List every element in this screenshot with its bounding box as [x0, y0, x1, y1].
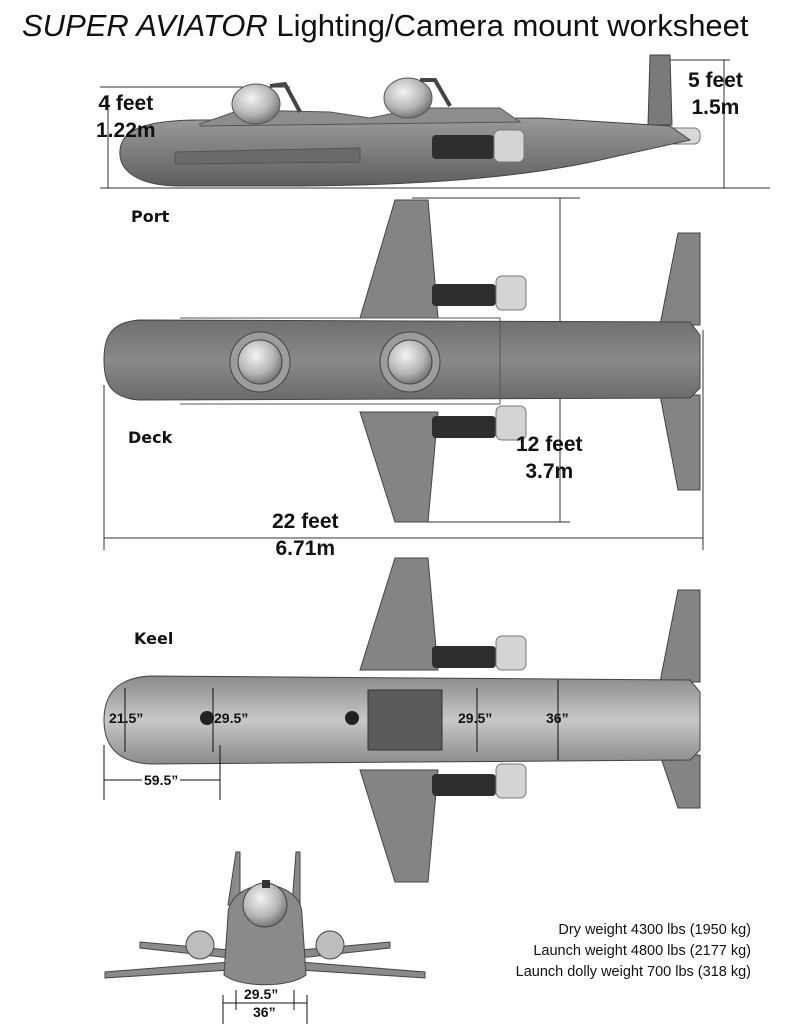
title-brand: SUPER AVIATOR: [22, 8, 268, 43]
weight-specs: Dry weight 4300 lbs (1950 kg) Launch wei…: [516, 920, 751, 983]
worksheet-title: SUPER AVIATOR Lighting/Camera mount work…: [22, 8, 749, 44]
spec-launch-weight: Launch weight 4800 lbs (2177 kg): [533, 943, 751, 959]
height-label: 4 feet 1.22m: [96, 90, 156, 144]
view-label-keel: Keel: [134, 629, 174, 648]
tail-height-meters: 1.5m: [691, 96, 740, 119]
wingspan-label: 12 feet 3.7m: [516, 431, 583, 485]
front-outer-width: 36”: [253, 1004, 276, 1020]
length-feet: 22 feet: [272, 510, 339, 533]
front-view: [104, 851, 426, 1024]
wingspan-meters: 3.7m: [525, 460, 574, 483]
spec-dolly-weight: Launch dolly weight 700 lbs (318 kg): [515, 964, 751, 980]
length-label: 22 feet 6.71m: [272, 508, 339, 562]
front-inner-width: 29.5”: [244, 986, 279, 1002]
height-meters: 1.22m: [96, 119, 156, 142]
port-view: [100, 54, 770, 189]
view-label-deck: Deck: [128, 428, 173, 447]
deck-view: [103, 197, 704, 550]
title-rest: Lighting/Camera mount worksheet: [267, 8, 749, 43]
keel-nose-offset: 59.5”: [142, 772, 181, 788]
length-meters: 6.71m: [275, 537, 336, 560]
tail-height-label: 5 feet 1.5m: [688, 67, 743, 121]
view-label-port: Port: [131, 207, 170, 226]
height-feet: 4 feet: [98, 92, 154, 115]
wingspan-feet: 12 feet: [516, 433, 583, 456]
spec-dry-weight: Dry weight 4300 lbs (1950 kg): [558, 922, 751, 938]
keel-view: [103, 557, 701, 883]
tail-height-feet: 5 feet: [688, 69, 743, 92]
keel-front-width: 29.5”: [214, 710, 249, 726]
keel-mid-width: 29.5”: [458, 710, 493, 726]
keel-rear-width: 36”: [546, 710, 569, 726]
keel-nose-width: 21.5”: [109, 710, 144, 726]
